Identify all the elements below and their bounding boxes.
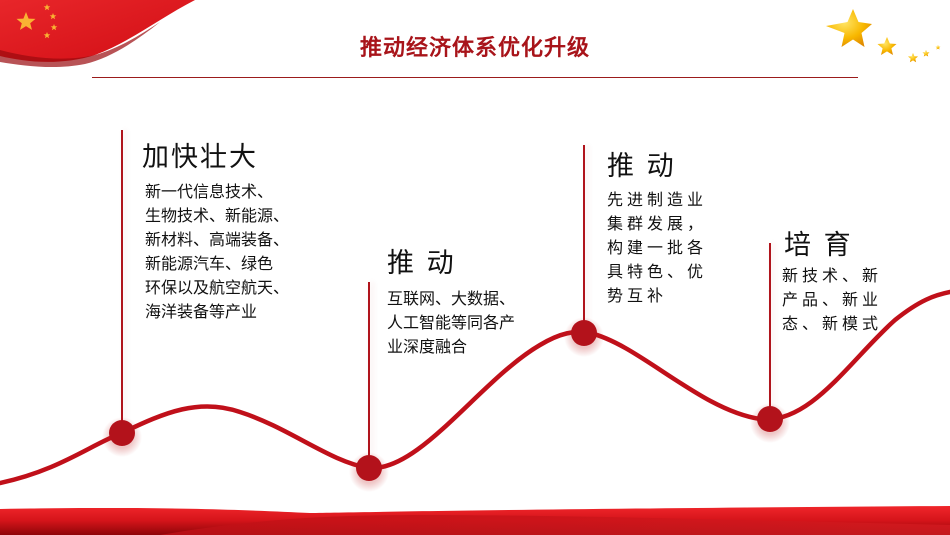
stage-2-text: 互联网、大数据、 人工智能等同各产 业深度融合 bbox=[387, 287, 515, 359]
stage-1-text: 新一代信息技术、 生物技术、新能源、 新材料、高端装备、 新能源汽车、绿色 环保… bbox=[145, 180, 289, 324]
bottom-ribbon bbox=[0, 506, 950, 535]
stage-2-line: 人工智能等同各产 bbox=[387, 313, 516, 332]
stage-4-heading: 培 育 bbox=[784, 230, 853, 261]
stage-3-line: 集群发展， bbox=[607, 214, 708, 233]
stage-2-line: 互联网、大数据、 bbox=[387, 289, 516, 308]
gold-stars-icon bbox=[826, 9, 941, 63]
stage-3-line: 先进制造业 bbox=[607, 190, 708, 209]
stage-3-heading: 推 动 bbox=[607, 151, 676, 182]
timeline-curve bbox=[0, 289, 950, 486]
stage-2-node bbox=[356, 455, 382, 481]
stage-4-line: 态、新模式 bbox=[782, 314, 883, 333]
stage-4-stem bbox=[769, 243, 771, 419]
stage-1-line: 新能源汽车、绿色 bbox=[145, 254, 274, 273]
stage-1-node bbox=[109, 420, 135, 446]
stage-3-stem bbox=[583, 145, 585, 333]
stage-4-line: 产品、新业 bbox=[782, 290, 883, 309]
stage-4-text: 新技术、新 产品、新业 态、新模式 bbox=[782, 264, 882, 336]
stage-3-node bbox=[571, 320, 597, 346]
stage-1-heading: 加快壮大 bbox=[142, 142, 258, 173]
stage-2-stem bbox=[368, 282, 370, 468]
stage-2-heading: 推 动 bbox=[387, 248, 456, 279]
stage-1-line: 生物技术、新能源、 bbox=[145, 206, 290, 225]
stage-3-line: 具特色、优 bbox=[607, 262, 708, 281]
page-title: 推动经济体系优化升级 bbox=[359, 36, 590, 61]
flag-corner bbox=[0, 0, 195, 68]
stage-1-stem bbox=[121, 130, 123, 433]
stage-1-line: 海洋装备等产业 bbox=[145, 302, 258, 321]
flag-stars-icon bbox=[16, 4, 58, 39]
stage-3-text: 先进制造业 集群发展， 构建一批各 具特色、优 势互补 bbox=[607, 188, 707, 308]
stage-1-line: 新材料、高端装备、 bbox=[145, 230, 290, 249]
stage-3-line: 势互补 bbox=[607, 286, 668, 305]
stage-4-node bbox=[757, 406, 783, 432]
stage-3-line: 构建一批各 bbox=[607, 238, 708, 257]
stage-1-line: 环保以及航空航天、 bbox=[145, 278, 290, 297]
stage-4-line: 新技术、新 bbox=[782, 266, 883, 285]
stage-2-line: 业深度融合 bbox=[387, 337, 468, 356]
title-divider bbox=[92, 77, 858, 78]
stage-1-line: 新一代信息技术、 bbox=[145, 182, 274, 201]
